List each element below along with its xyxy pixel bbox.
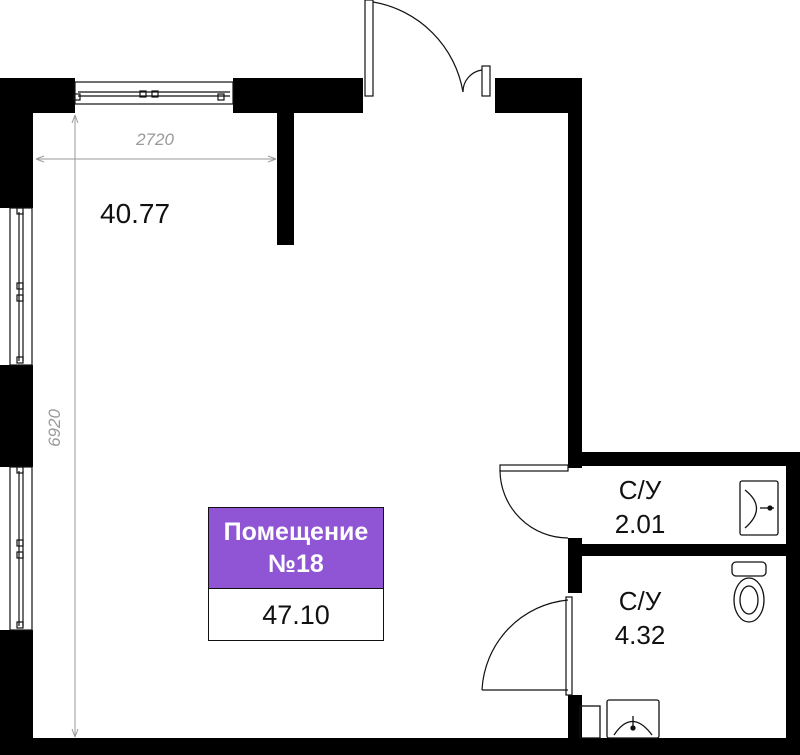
door-swing-icon — [481, 596, 573, 696]
wall-partition-stub — [277, 113, 294, 245]
window-icon — [9, 207, 33, 366]
wall-bath-divider — [570, 544, 800, 556]
premises-badge: Помещение №18 47.10 — [208, 507, 384, 641]
walls — [0, 78, 800, 755]
dimension-width-label: 2720 — [136, 130, 174, 149]
room-area-main: 40.77 — [100, 198, 171, 229]
bathroom-2-area: 4.32 — [614, 620, 666, 650]
premises-title: Помещение — [223, 518, 369, 546]
wall-right-outer — [580, 452, 800, 466]
wall-left-top — [0, 78, 33, 208]
wall-right-upper — [568, 78, 582, 468]
door-swing-icon — [364, 0, 491, 97]
premises-number: №18 — [268, 550, 324, 578]
sink-icon — [579, 699, 660, 739]
premises-total-area: 47.10 — [209, 588, 383, 641]
wall-left-bottom — [0, 630, 33, 755]
wall-left-middle — [0, 365, 33, 467]
wall-bath-jamb-upper — [568, 538, 582, 593]
bathroom-1-name: С/У — [618, 475, 662, 505]
window-icon — [9, 466, 33, 631]
door-swing-icon — [499, 464, 569, 539]
sink-icon — [739, 480, 779, 536]
window-icon — [73, 81, 234, 105]
wall-top-middle — [233, 78, 363, 113]
bathroom-2-name: С/У — [618, 586, 662, 616]
premises-badge-header: Помещение №18 — [209, 508, 383, 588]
bathroom-1-label: С/У 2.01 — [580, 473, 700, 541]
dimension-height-label: 6920 — [45, 409, 64, 447]
wall-right-edge — [786, 452, 800, 755]
wall-top-right — [495, 78, 582, 113]
dimension-lines — [35, 114, 277, 738]
bathroom-1-area: 2.01 — [614, 509, 666, 539]
bathroom-2-label: С/У 4.32 — [580, 584, 700, 652]
wall-bottom — [0, 738, 800, 755]
toilet-icon — [731, 561, 767, 623]
